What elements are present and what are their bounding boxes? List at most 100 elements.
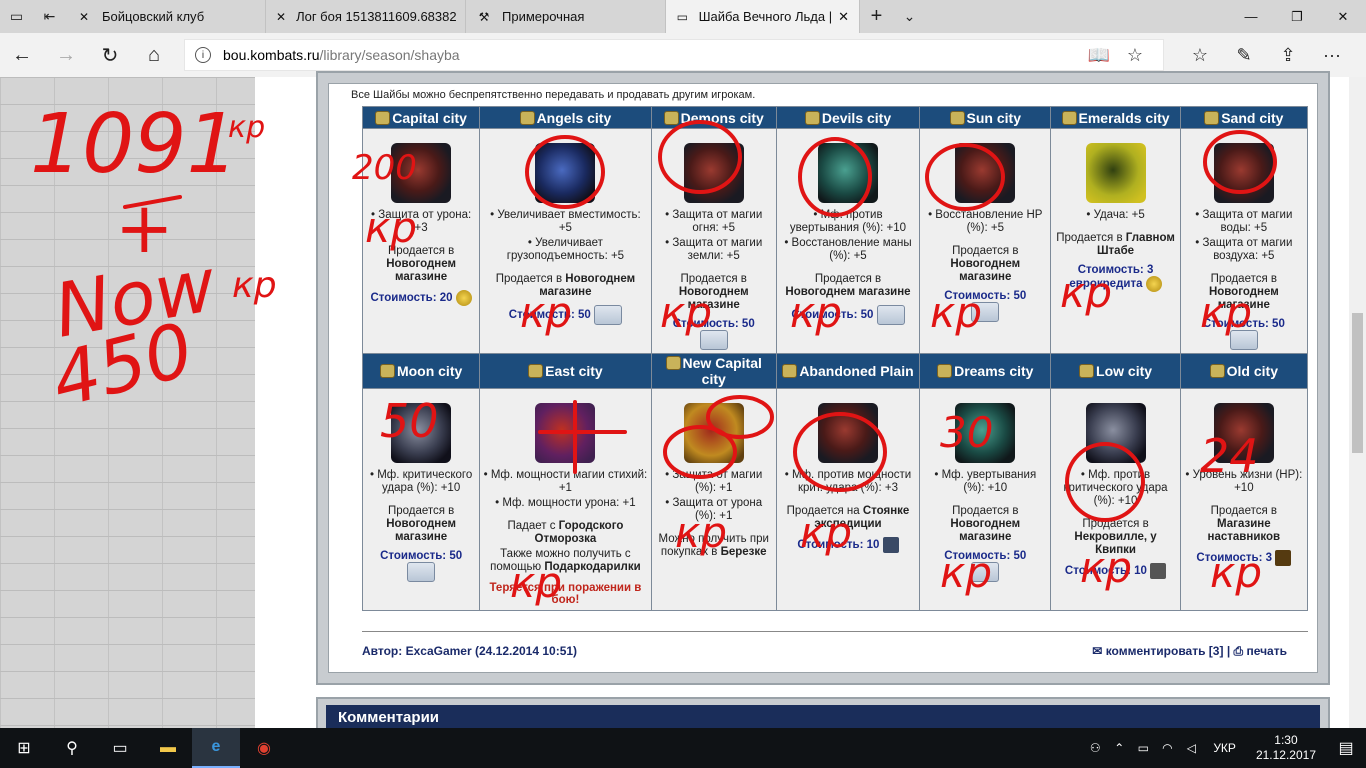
tab-1[interactable]: ✕ Бойцовский клуб <box>66 0 266 33</box>
price: Стоимость: 3 еврокредита <box>1054 264 1176 292</box>
puck-image[interactable] <box>535 403 596 463</box>
stat-line: • Защита от магии воздуха: +5 <box>1195 237 1293 262</box>
clock[interactable]: 1:30 21.12.2017 <box>1256 733 1316 763</box>
stat-line: • Мф. против критического удара (%): +10 <box>1063 469 1168 507</box>
wifi-icon[interactable]: ◠ <box>1162 741 1173 755</box>
puck-image[interactable] <box>1085 143 1146 203</box>
set-aside-tabs-icon[interactable]: ⇤ <box>43 8 56 24</box>
windows-start-icon[interactable]: ⊞ <box>17 740 31 757</box>
price: Стоимость: 50 <box>780 305 916 325</box>
puck-image[interactable] <box>683 143 744 203</box>
sold-info: Падает с Городского Отморозка <box>507 520 624 545</box>
city-emblem-icon <box>528 364 544 378</box>
new-tab-button[interactable]: + <box>870 5 883 27</box>
reading-view-icon[interactable]: 📖 <box>1087 44 1111 65</box>
url-path: /library/season/shayba <box>319 47 460 63</box>
price: Стоимость: 20 <box>366 290 476 306</box>
page-icon: ▭ <box>676 9 688 24</box>
comment-link[interactable]: комментировать [3] <box>1105 644 1224 658</box>
tab-3[interactable]: ⚒ Примерочная <box>466 0 666 33</box>
city-header: Emeralds city <box>1050 106 1181 129</box>
city-emblem-icon <box>665 356 681 370</box>
tab-list-chevron-icon[interactable]: ⌄ <box>903 8 916 24</box>
puck-image[interactable] <box>955 403 1016 463</box>
scrollbar-thumb[interactable] <box>1352 313 1363 453</box>
tab-label: Примерочная <box>502 9 585 24</box>
city-emblem-icon <box>782 364 798 378</box>
people-icon[interactable]: ⚇ <box>1089 741 1101 755</box>
url-text[interactable]: bou.kombats.ru/library/season/shayba <box>223 47 1081 63</box>
puck-image[interactable] <box>391 403 452 463</box>
tab-4-active[interactable]: ▭ Шайба Вечного Льда | ✕ <box>666 0 860 33</box>
shop-name: Новогоднем магазине <box>678 286 749 311</box>
file-explorer-icon[interactable]: ▬ <box>160 739 176 756</box>
city-header: Sand city <box>1179 106 1309 129</box>
city-header: New Capital city <box>650 353 777 389</box>
task-view-icon[interactable]: ▭ <box>112 740 128 757</box>
close-window-button[interactable]: ✕ <box>1337 8 1349 24</box>
close-tab-icon[interactable]: ✕ <box>838 8 849 24</box>
input-language[interactable]: УКР <box>1213 741 1236 755</box>
puck-cell: • Увеличивает вместимость: +5 • Увеличив… <box>479 128 652 354</box>
city-emblem-icon <box>937 364 953 378</box>
stat-line: • Уровень жизни (HP): +10 <box>1185 469 1303 494</box>
clock-time: 1:30 <box>1274 733 1298 747</box>
shop-name: Новогоднем магазине <box>785 286 911 298</box>
header-row-2: Moon city East city New Capital city Aba… <box>361 353 1309 389</box>
search-icon[interactable]: ⚲ <box>66 740 78 757</box>
puck-image[interactable] <box>955 143 1016 203</box>
puck-image[interactable] <box>817 143 878 203</box>
puck-cell: • Мф. мощности магии стихий: +1 • Мф. мо… <box>479 388 652 611</box>
address-bar[interactable]: i bou.kombats.ru/library/season/shayba 📖… <box>184 39 1164 71</box>
shop-name: Стоянке экспедиции <box>814 505 910 530</box>
web-note-icon[interactable]: ✎ <box>1236 44 1252 65</box>
favorite-star-icon[interactable]: ☆ <box>1126 44 1144 65</box>
forward-button[interactable]: → <box>56 43 76 66</box>
puck-image[interactable] <box>683 403 744 463</box>
tab-label: Шайба Вечного Льда | <box>698 9 833 24</box>
token-icon <box>1150 563 1167 579</box>
browser-tab-bar: ▭ ⇤ ✕ Бойцовский клуб ✕ Лог боя 15138116… <box>0 0 1366 33</box>
city-header: East city <box>479 353 652 389</box>
puck-image[interactable] <box>1213 403 1274 463</box>
tab-preview-icon[interactable]: ▭ <box>9 8 24 24</box>
tab-2[interactable]: ✕ Лог боя 1513811609.68382 <box>266 0 466 33</box>
favorites-hub-icon[interactable]: ☆ <box>1191 44 1209 65</box>
minimize-button[interactable]: — <box>1244 9 1258 24</box>
city-header: Low city <box>1050 353 1181 389</box>
stat-line: • Восстановление HP (%): +5 <box>928 209 1043 234</box>
puck-image[interactable] <box>1213 143 1274 203</box>
volume-icon[interactable]: ◁ <box>1186 741 1196 755</box>
puck-cell: • Мф. против мощности крит. удара (%): +… <box>775 388 921 611</box>
city-header: Capital city <box>361 106 481 129</box>
extra-source: Также можно получить с помощью Подаркода… <box>490 548 641 573</box>
shop-name: Новогоднем магазине <box>1208 286 1279 311</box>
action-center-icon[interactable]: ▤ <box>1338 740 1354 757</box>
city-emblem-icon <box>379 364 395 378</box>
battery-icon[interactable]: ▭ <box>1137 741 1149 755</box>
home-button[interactable]: ⌂ <box>147 43 161 66</box>
edge-browser-icon[interactable]: e <box>192 728 240 768</box>
chevron-up-icon[interactable]: ⌃ <box>1114 741 1125 755</box>
back-button[interactable]: ← <box>12 43 32 66</box>
refresh-button[interactable]: ↻ <box>101 44 119 67</box>
windows-taskbar: ⊞ ⚲ ▭ ▬ e ◉ ⚇ ⌃ ▭ ◠ ◁ УКР 1:30 21.12.201… <box>0 728 1366 768</box>
city-header: Angels city <box>479 106 652 129</box>
puck-image[interactable] <box>535 143 596 203</box>
share-icon[interactable]: ⇪ <box>1280 44 1296 65</box>
puck-image[interactable] <box>817 403 878 463</box>
restore-button[interactable]: ❐ <box>1291 8 1303 24</box>
puck-image[interactable] <box>1085 403 1146 463</box>
puck-image[interactable] <box>391 143 452 203</box>
puck-cell: • Удача: +5 Продается в Главном Штабе Ст… <box>1050 128 1181 354</box>
chrome-browser-icon[interactable]: ◉ <box>257 740 271 757</box>
city-header: Sun city <box>919 106 1052 129</box>
vertical-scrollbar[interactable] <box>1349 77 1366 728</box>
print-link[interactable]: печать <box>1246 644 1287 658</box>
site-info-icon[interactable]: i <box>195 47 211 63</box>
more-menu-icon[interactable]: ··· <box>1323 44 1341 65</box>
